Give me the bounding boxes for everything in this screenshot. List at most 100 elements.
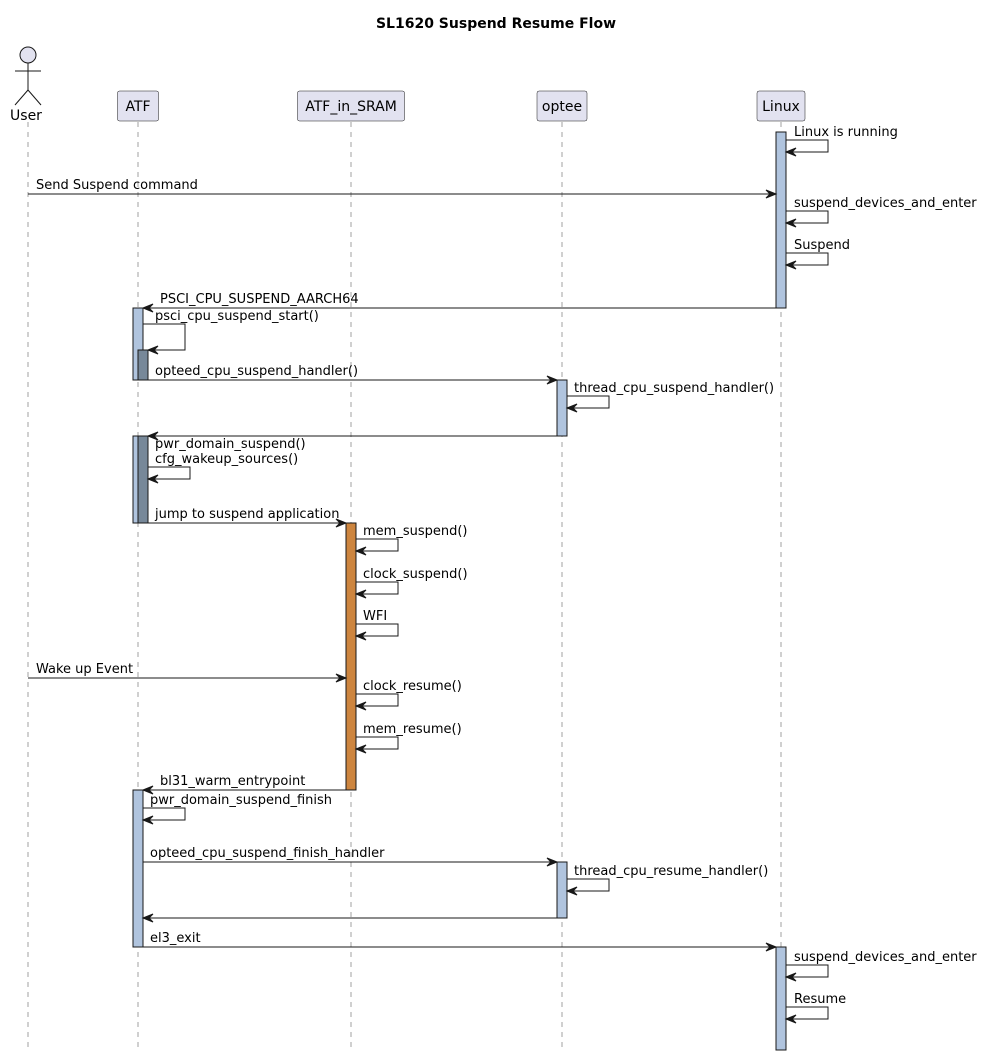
message-21	[141, 913, 557, 923]
arrow-head	[141, 815, 154, 825]
arrow-head	[784, 972, 797, 982]
arrow-head	[141, 785, 154, 795]
activation-bar-optee	[556, 861, 568, 919]
message-label: pwr_domain_suspend()	[155, 437, 306, 452]
message-9: pwr_domain_suspend()cfg_wakeup_sources()	[146, 437, 306, 484]
self-message-line	[567, 395, 610, 409]
message-16: mem_resume()	[354, 722, 462, 754]
self-message-line	[148, 466, 191, 480]
message-label: Linux is running	[794, 125, 898, 140]
message-label: thread_cpu_resume_handler()	[574, 864, 768, 879]
arrow-head	[565, 403, 578, 413]
participant-box-optee	[536, 90, 588, 122]
self-message-line	[356, 736, 399, 750]
message-label: bl31_warm_entrypoint	[160, 774, 305, 789]
arrow-head	[354, 546, 367, 556]
message-label: psci_cpu_suspend_start()	[155, 309, 319, 324]
self-message-line	[143, 323, 186, 351]
message-label: PSCI_CPU_SUSPEND_AARCH64	[160, 292, 359, 307]
arrow-head	[141, 303, 154, 313]
message-label: pwr_domain_suspend_finish	[150, 793, 332, 808]
message-label: suspend_devices_and_enter	[794, 196, 977, 211]
arrow-head	[546, 857, 559, 867]
arrow-head	[146, 431, 159, 441]
arrow-head	[546, 375, 559, 385]
message-13: WFI	[354, 609, 399, 641]
activation-bar-linux	[775, 131, 787, 309]
message-label: Send Suspend command	[36, 178, 198, 193]
message-label: opteed_cpu_suspend_finish_handler	[150, 846, 385, 861]
activation-bar-optee	[556, 379, 568, 437]
participant-label-atf_in_sram: ATF_in_SRAM	[305, 99, 397, 115]
arrow-head	[784, 218, 797, 228]
message-22: el3_exit	[143, 931, 778, 952]
self-message-line	[786, 964, 829, 978]
message-14: Wake up Event	[28, 662, 348, 683]
message-24: Resume	[784, 992, 846, 1024]
message-10: jump to suspend application	[148, 507, 348, 528]
message-label: cfg_wakeup_sources()	[155, 452, 298, 467]
participant-label-optee: optee	[542, 99, 582, 115]
self-message-line	[786, 139, 829, 153]
message-label: Resume	[794, 992, 846, 1007]
arrow-head	[765, 942, 778, 952]
activation-bar-atf_in_sram	[345, 522, 357, 791]
participant-box-atf	[117, 90, 159, 122]
activation-bar-linux	[775, 946, 787, 1051]
arrow-head	[354, 744, 367, 754]
message-18: pwr_domain_suspend_finish	[141, 793, 332, 825]
message-2: suspend_devices_and_enter	[784, 196, 977, 228]
message-15: clock_resume()	[354, 679, 462, 711]
participant-label-linux: Linux	[762, 99, 800, 115]
message-4: PSCI_CPU_SUSPEND_AARCH64	[141, 292, 776, 313]
message-17: bl31_warm_entrypoint	[141, 774, 346, 795]
message-12: clock_suspend()	[354, 567, 468, 599]
arrow-head	[354, 701, 367, 711]
message-7: thread_cpu_suspend_handler()	[565, 381, 774, 413]
message-20: thread_cpu_resume_handler()	[565, 864, 768, 896]
actor-user-icon	[14, 46, 42, 106]
message-label: WFI	[363, 609, 387, 624]
participant-box-linux	[756, 90, 806, 122]
message-23: suspend_devices_and_enter	[784, 950, 977, 982]
arrow-head	[784, 1014, 797, 1024]
message-label: clock_resume()	[363, 679, 462, 694]
message-11: mem_suspend()	[354, 524, 468, 556]
self-message-line	[786, 252, 829, 266]
arrow-head	[784, 147, 797, 157]
arrow-head	[565, 886, 578, 896]
self-message-line	[356, 623, 399, 637]
arrow-head	[141, 913, 154, 923]
arrow-head	[354, 589, 367, 599]
activation-bar-atf	[137, 435, 149, 524]
message-label: thread_cpu_suspend_handler()	[574, 381, 774, 396]
message-label: mem_suspend()	[363, 524, 468, 539]
message-3: Suspend	[784, 238, 850, 270]
self-message-line	[143, 807, 186, 821]
message-5: psci_cpu_suspend_start()	[143, 309, 319, 355]
message-label: suspend_devices_and_enter	[794, 950, 977, 965]
message-0: Linux is running	[784, 125, 898, 157]
message-6: opteed_cpu_suspend_handler()	[148, 364, 559, 385]
participant-label-atf: ATF	[125, 99, 150, 115]
self-message-line	[786, 1006, 829, 1020]
self-message-line	[356, 538, 399, 552]
participant-label-user: User	[10, 108, 42, 124]
arrow-head	[354, 631, 367, 641]
self-message-line	[356, 693, 399, 707]
self-message-line	[567, 878, 610, 892]
activation-bar-atf	[132, 789, 144, 948]
arrow-head	[765, 189, 778, 199]
arrow-head	[146, 345, 159, 355]
arrow-head	[146, 474, 159, 484]
message-label: mem_resume()	[363, 722, 462, 737]
message-label: Wake up Event	[36, 662, 133, 677]
message-label: opteed_cpu_suspend_handler()	[155, 364, 358, 379]
message-label: Suspend	[794, 238, 850, 253]
diagram-title: SL1620 Suspend Resume Flow	[376, 16, 616, 32]
message-label: jump to suspend application	[154, 507, 339, 522]
message-1: Send Suspend command	[28, 178, 778, 199]
arrow-head	[784, 260, 797, 270]
self-message-line	[356, 581, 399, 595]
